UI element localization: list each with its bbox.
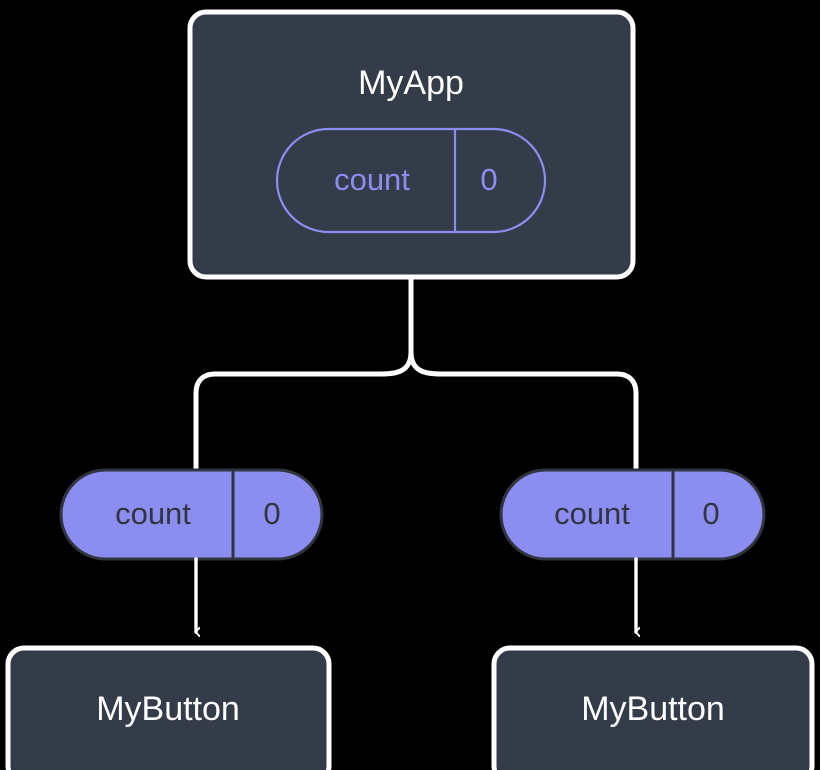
mybutton-left-title: MyButton (96, 690, 240, 728)
prop-pill-right[interactable]: count 0 (499, 468, 766, 561)
mybutton-right-title: MyButton (581, 690, 725, 728)
connector-branch-right (408, 349, 639, 473)
connector-branch-left (193, 349, 414, 473)
prop-pill-left-key: count (115, 496, 191, 531)
component-card-myapp[interactable]: MyApp count 0 (187, 9, 636, 280)
component-card-mybutton-left[interactable]: MyButton (5, 645, 332, 770)
connector-pills-to-buttons (194, 557, 636, 632)
mybutton-right-card-body (491, 645, 815, 770)
prop-pill-left[interactable]: count 0 (59, 468, 324, 561)
myapp-state-pill-key: count (334, 162, 410, 197)
myapp-title: MyApp (358, 64, 464, 102)
component-card-mybutton-right[interactable]: MyButton (491, 645, 815, 770)
mybutton-left-card-body (5, 645, 332, 770)
connector-root-to-branches (193, 274, 639, 473)
prop-pill-left-body (59, 468, 324, 561)
myapp-card-body (187, 9, 636, 280)
prop-pill-right-body (499, 468, 766, 561)
myapp-state-pill-outline (275, 127, 547, 234)
myapp-state-pill[interactable]: count 0 (275, 127, 547, 234)
prop-pill-right-key: count (554, 496, 630, 531)
prop-pill-left-value: 0 (263, 496, 280, 531)
prop-pill-right-value: 0 (702, 496, 719, 531)
myapp-state-pill-value: 0 (480, 162, 497, 197)
